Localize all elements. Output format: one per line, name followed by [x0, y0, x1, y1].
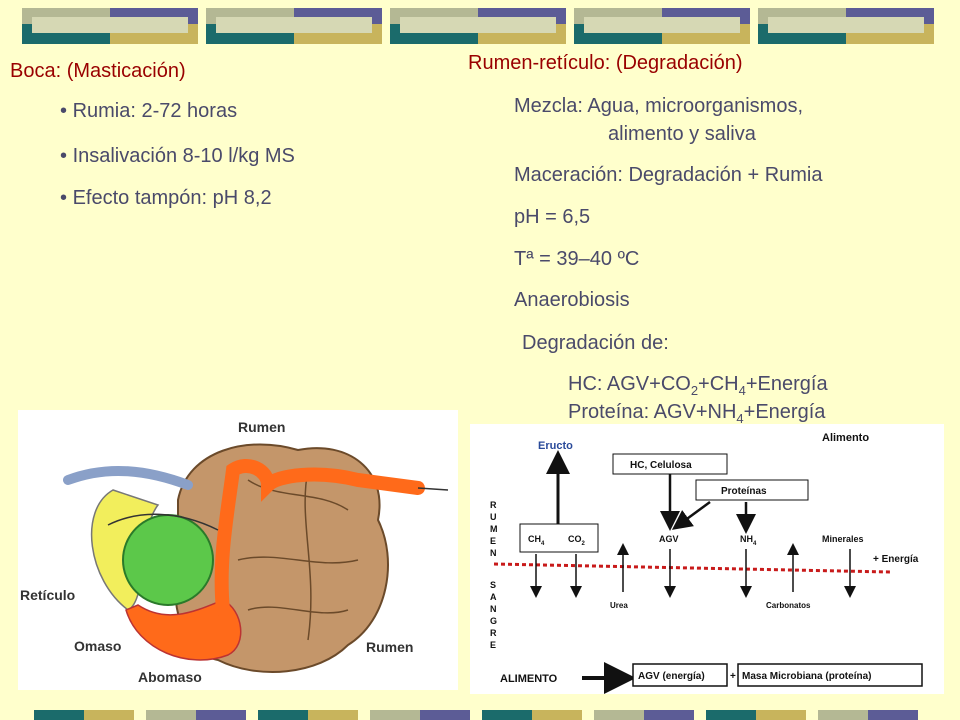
svg-text:N: N: [490, 548, 497, 558]
label-rumen-top: Rumen: [238, 419, 285, 435]
co2-label: CO2: [568, 534, 586, 547]
hc-line: HC: AGV+CO2+CH4+Energía: [568, 373, 828, 398]
boca-heading: Boca: (Masticación): [10, 60, 186, 82]
stomach-illustration: Rumen Retículo Omaso Abomaso Rumen: [18, 410, 458, 690]
label-reticulo: Retículo: [20, 587, 75, 603]
svg-text:M: M: [490, 524, 498, 534]
svg-text:R: R: [490, 500, 497, 510]
svg-text:R: R: [490, 628, 497, 638]
proteinas-box: Proteínas: [721, 486, 767, 497]
nh4-label: NH4: [740, 534, 757, 547]
label-rumen-bottom: Rumen: [366, 639, 413, 655]
svg-text:G: G: [490, 616, 497, 626]
mezcla-line1: Mezcla: Agua, microorganismos,: [514, 95, 804, 117]
minerales-label: Minerales: [822, 534, 864, 544]
temperature: Tª = 39–40 ºC: [514, 248, 640, 270]
masa-microbiana-box: Masa Microbiana (proteína): [742, 671, 871, 682]
proteina-line: Proteína: AGV+NH4+Energía: [568, 401, 826, 426]
ph-value: pH = 6,5: [514, 206, 591, 228]
svg-text:U: U: [490, 512, 497, 522]
energia-label: + Energía: [873, 554, 919, 565]
ch4-label: CH4: [528, 534, 545, 547]
label-abomaso: Abomaso: [138, 669, 202, 685]
agv-label: AGV: [659, 534, 679, 544]
plus-sign: +: [730, 671, 736, 682]
rumen-vertical-label: R U M E N: [490, 500, 498, 558]
carbonatos-label: Carbonatos: [766, 601, 811, 610]
eructo-label: Eructo: [538, 440, 573, 452]
alimento-bottom-label: ALIMENTO: [500, 673, 558, 685]
bullet-insalivacion: Insalivación 8-10 l/kg MS: [60, 145, 295, 168]
anaerobiosis: Anaerobiosis: [514, 289, 630, 311]
bullet-tampon: Efecto tampón: pH 8,2: [60, 187, 272, 210]
rumen-heading: Rumen-retículo: (Degradación): [468, 52, 743, 74]
mezcla-line2: alimento y saliva: [608, 123, 756, 145]
svg-text:E: E: [490, 536, 496, 546]
hc-celulosa-box: HC, Celulosa: [630, 460, 692, 471]
sangre-vertical-label: S A N G R E: [490, 580, 497, 650]
agv-energia-box: AGV (energía): [638, 671, 705, 682]
svg-text:E: E: [490, 640, 496, 650]
svg-text:A: A: [490, 592, 497, 602]
alimento-label: Alimento: [822, 432, 869, 444]
svg-text:S: S: [490, 580, 496, 590]
svg-text:N: N: [490, 604, 497, 614]
bullet-rumia: Rumia: 2-72 horas: [60, 100, 238, 123]
degradacion-de: Degradación de:: [522, 332, 669, 354]
urea-label: Urea: [610, 601, 628, 610]
label-omaso: Omaso: [74, 638, 121, 654]
maceracion: Maceración: Degradación + Rumia: [514, 164, 823, 186]
bottom-decoration: [0, 710, 960, 720]
rumen-process-diagram: Eructo Alimento HC, Celulosa Proteínas R…: [470, 424, 944, 694]
